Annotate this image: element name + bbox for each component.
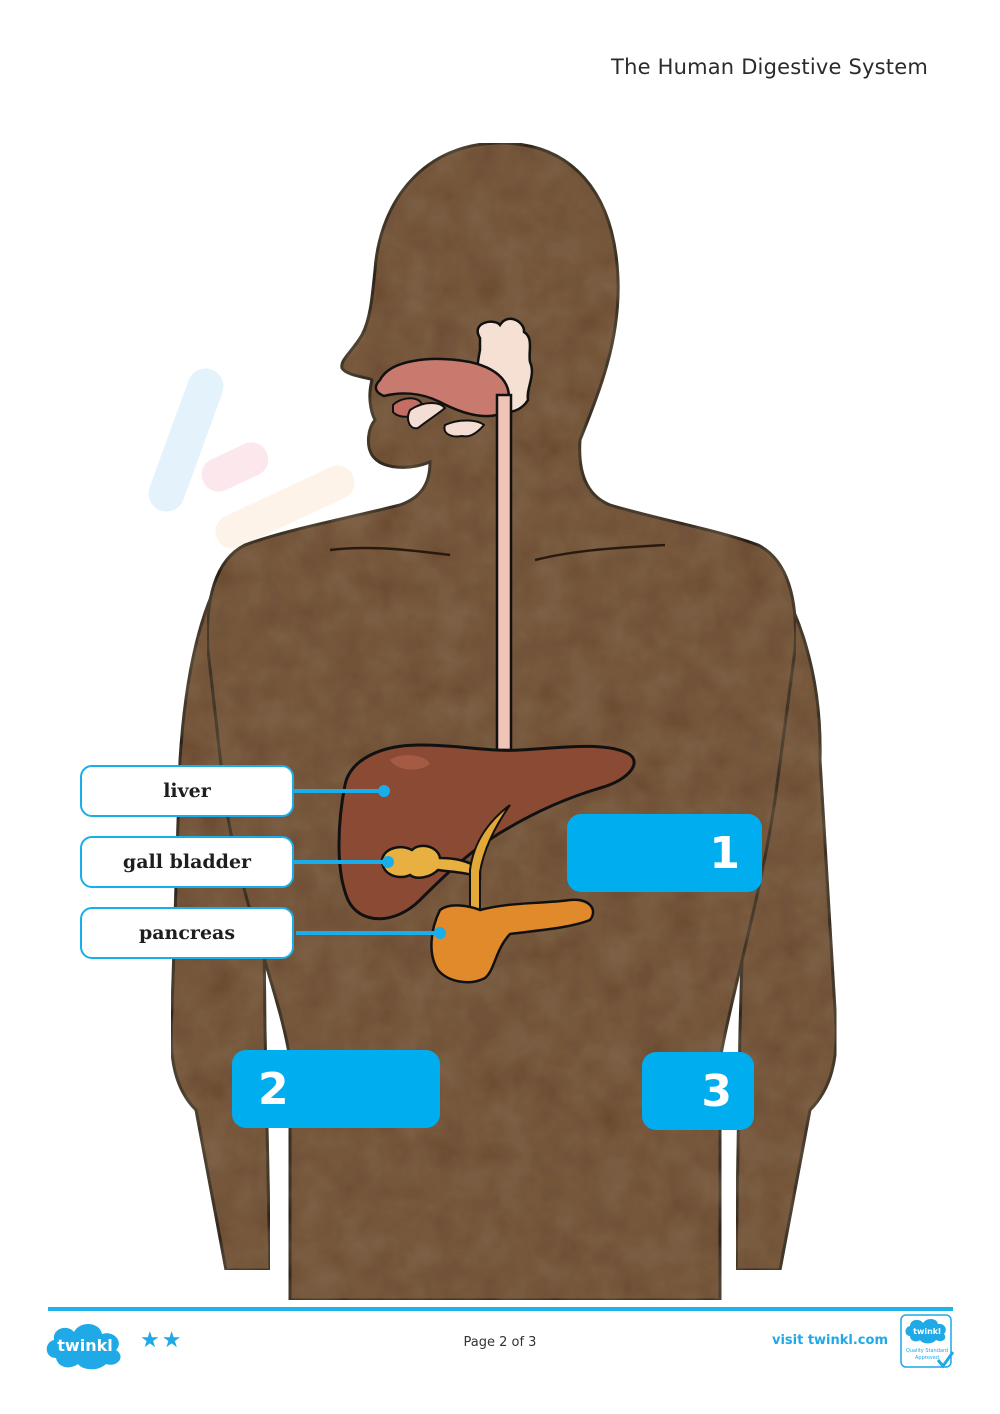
answer-box-3-number: 3	[701, 1065, 732, 1117]
twinkl-logo-text: twinkl	[57, 1336, 112, 1355]
digestive-system-illustration	[148, 141, 838, 1302]
label-gall-bladder-text: gall bladder	[122, 851, 252, 873]
label-liver-text: liver	[163, 780, 211, 802]
rating-stars-icon: ★★	[140, 1328, 184, 1353]
twinkl-logo[interactable]: twinkl	[42, 1318, 128, 1370]
label-pancreas: pancreas	[80, 907, 294, 959]
label-liver: liver	[80, 765, 294, 817]
answer-box-2-number: 2	[258, 1063, 289, 1115]
esophagus	[495, 393, 513, 752]
pancreas	[430, 898, 595, 984]
svg-text:Approved: Approved	[915, 1355, 939, 1361]
page-title: The Human Digestive System	[611, 55, 928, 79]
answer-box-1[interactable]: 1	[567, 814, 762, 892]
watermark-logo	[148, 368, 355, 549]
label-gall-bladder: gall bladder	[80, 836, 294, 888]
tongue	[374, 357, 510, 418]
answer-box-3[interactable]: 3	[642, 1052, 754, 1130]
label-pancreas-text: pancreas	[138, 922, 236, 944]
svg-text:twinkl: twinkl	[913, 1327, 941, 1336]
answer-box-1-number: 1	[709, 827, 740, 879]
connector-lines	[294, 785, 446, 939]
answer-box-2[interactable]: 2	[232, 1050, 440, 1128]
footer-divider	[48, 1307, 953, 1311]
quality-badge-icon: twinkl Quality Standard Approved	[900, 1314, 954, 1369]
visit-twinkl-link[interactable]: visit twinkl.com	[771, 1333, 888, 1348]
page-number: Page 2 of 3	[463, 1335, 537, 1350]
svg-text:Quality Standard: Quality Standard	[906, 1348, 948, 1354]
